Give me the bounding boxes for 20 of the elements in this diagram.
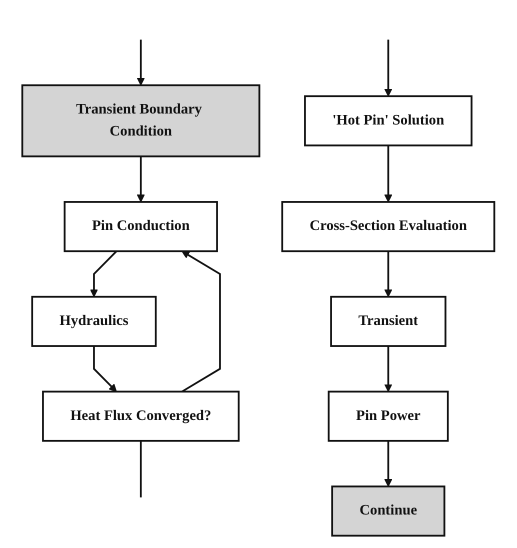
node-box: Pin Conduction <box>64 201 218 252</box>
arrow <box>93 346 118 392</box>
arrow <box>384 251 392 298</box>
node-box: Continue <box>331 486 446 537</box>
arrow <box>137 40 146 86</box>
node-box: Transient Boundary Condition <box>22 84 260 158</box>
arrow <box>182 250 222 392</box>
node-box: Cross-Section Evaluation <box>281 201 496 252</box>
node-box: Heat Flux Converged? <box>42 390 240 442</box>
arrow <box>384 145 392 202</box>
node-box: Pin Power <box>328 390 449 442</box>
arrow <box>384 40 392 97</box>
connector <box>140 440 142 498</box>
node-box: Transient <box>330 296 447 347</box>
arrow <box>384 346 392 392</box>
arrow <box>137 156 146 202</box>
arrow <box>90 250 118 298</box>
node-box: 'Hot Pin' Solution <box>304 95 473 146</box>
arrow <box>384 440 392 487</box>
node-box: Hydraulics <box>31 296 157 347</box>
